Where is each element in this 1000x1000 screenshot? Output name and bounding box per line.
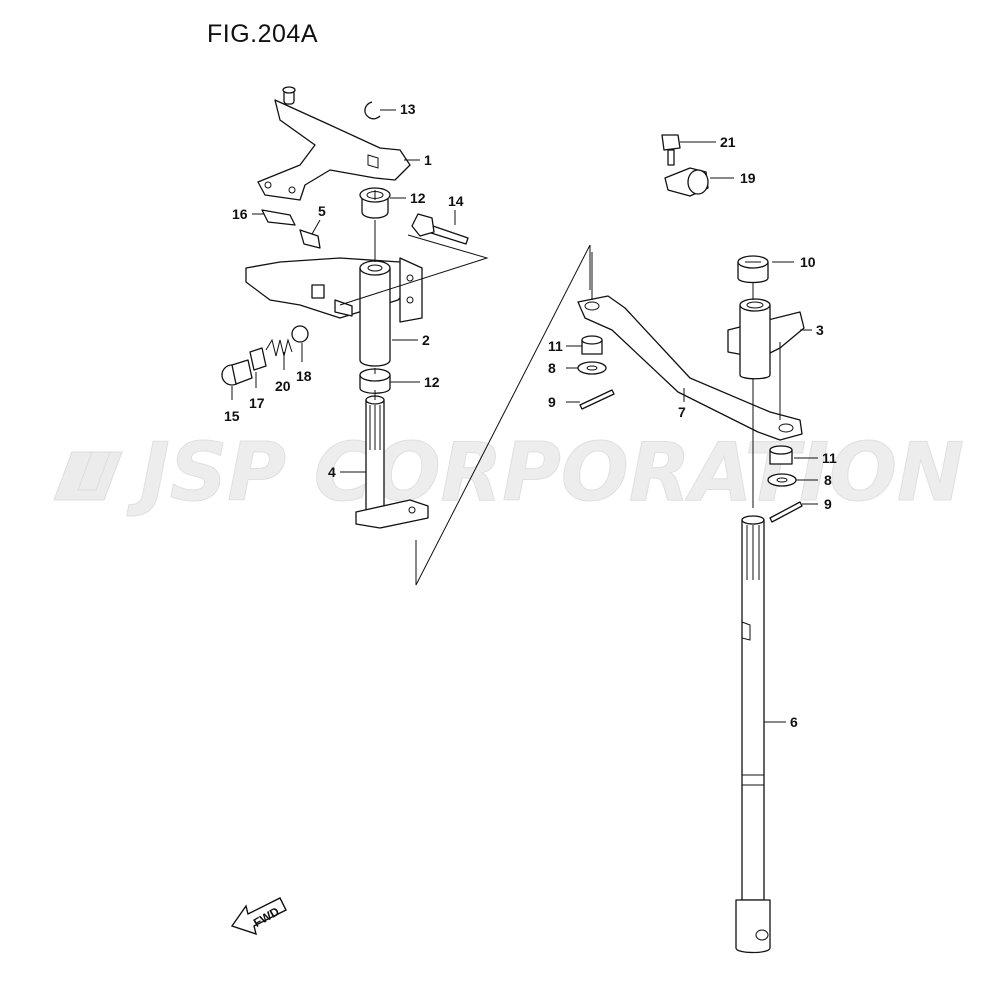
callout-12-upper: 12 <box>410 190 426 206</box>
part-8-washer-upper <box>577 361 607 375</box>
part-8-washer-lower <box>767 473 797 487</box>
part-5-fitting <box>299 229 321 249</box>
callout-6: 6 <box>790 714 798 730</box>
callout-14: 14 <box>448 193 464 209</box>
callout-1: 1 <box>424 152 432 168</box>
connecting-guide-line <box>415 244 591 586</box>
part-17-spring-seat <box>249 347 267 371</box>
callouts: 13 1 12 14 16 5 2 12 15 17 20 18 4 21 19… <box>224 101 837 730</box>
bolt-guide-line <box>339 234 489 306</box>
callout-15: 15 <box>224 408 240 424</box>
callout-3: 3 <box>816 322 824 338</box>
callout-16: 16 <box>232 206 248 222</box>
part-14-bolt <box>411 213 469 245</box>
callout-4: 4 <box>328 464 336 480</box>
callout-5: 5 <box>318 203 326 219</box>
callout-11-upper: 11 <box>548 338 563 354</box>
callout-18: 18 <box>296 368 312 384</box>
callout-2: 2 <box>422 332 430 348</box>
part-21-bolt <box>661 134 681 166</box>
part-9-pin-upper <box>579 389 615 410</box>
part-2-housing <box>359 260 391 367</box>
leader-lines <box>231 109 818 723</box>
part-6-shaft <box>735 515 771 954</box>
part-15-plug <box>221 359 253 386</box>
callout-8-lower: 8 <box>824 472 832 488</box>
callout-10: 10 <box>800 254 816 270</box>
part-19-clamp <box>664 167 709 197</box>
watermark-text: JSP CORPORATION <box>126 426 964 519</box>
part-20-spring <box>265 338 293 357</box>
fwd-arrow-icon: FWD <box>230 897 287 936</box>
part-3-arm <box>727 298 805 380</box>
part-16-clip <box>261 209 296 226</box>
part-1-lever <box>257 86 411 201</box>
callout-11-lower: 11 <box>822 450 837 466</box>
callout-20: 20 <box>275 378 291 394</box>
figure-title: FIG.204A <box>207 20 318 48</box>
bracket-plate <box>245 257 423 323</box>
callout-19: 19 <box>740 170 756 186</box>
part-18-ball <box>291 325 309 343</box>
center-line-right <box>591 252 781 508</box>
callout-21: 21 <box>720 134 736 150</box>
callout-9-lower: 9 <box>824 496 832 512</box>
part-12-lower-bushing <box>359 368 391 394</box>
part-9-pin-lower <box>769 501 803 523</box>
callout-12-lower: 12 <box>424 374 440 390</box>
callout-13: 13 <box>400 101 416 117</box>
callout-7: 7 <box>678 404 686 420</box>
callout-9-upper: 9 <box>548 394 556 410</box>
part-11-nut-upper <box>581 335 603 355</box>
part-13-clip <box>364 101 381 120</box>
part-11-nut-lower <box>769 445 793 465</box>
callout-17: 17 <box>249 395 265 411</box>
part-7-link-rod <box>577 295 803 441</box>
watermark-logo-icon <box>53 451 123 501</box>
callout-8-upper: 8 <box>548 360 556 376</box>
watermark: JSP CORPORATION <box>53 426 964 520</box>
part-10-plug <box>737 255 769 284</box>
